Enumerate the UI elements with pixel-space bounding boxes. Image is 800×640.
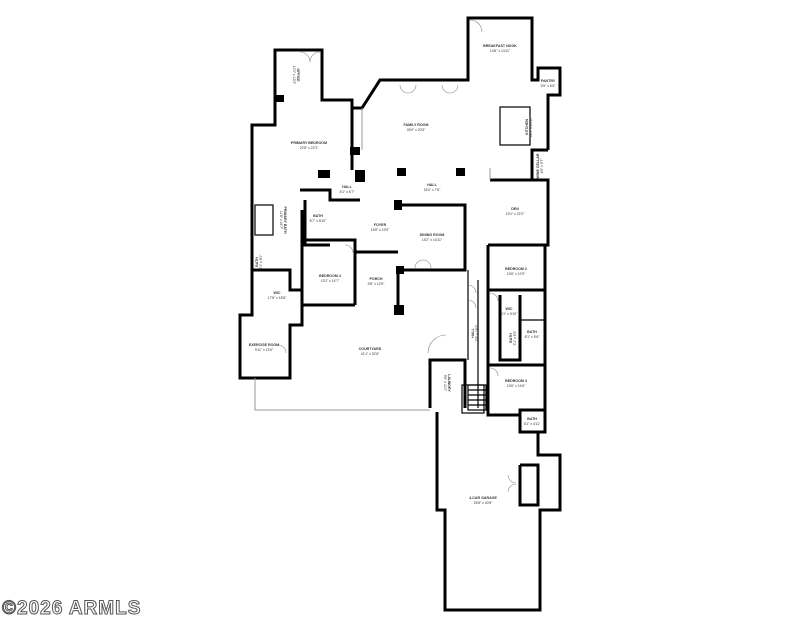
- room-primary-bedroom: PRIMARY BEDROOM 22'8" x 22'3": [291, 141, 327, 150]
- room-name: PORCH: [370, 277, 383, 281]
- room-dimensions: 7'8" x 28'3": [475, 324, 479, 342]
- watermark: ©2026 ARMLS: [1, 598, 142, 620]
- room-primary-bath: PRIMARY BATH 11'8" x 16'7": [279, 206, 287, 233]
- room-dimensions: 5'1" x 6'5": [513, 330, 517, 346]
- room-family-room: FAMILY ROOM 26'0" x 20'5": [404, 123, 429, 132]
- room-bedroom-4: BEDROOM 4 13'2" x 14'7": [319, 274, 341, 283]
- room-name: 4-CAR GARAGE: [469, 496, 497, 500]
- room-dining-room: DINING ROOM 15'2" x 14'11": [420, 233, 445, 242]
- room-hall-3: HALL 7'8" x 28'3": [471, 324, 479, 342]
- room-dimensions: 11'8" x 16'7": [279, 211, 283, 230]
- room-office: OFFICE 10'0" x 13'3": [292, 66, 300, 85]
- room-courtyard: COURTYARD 41'1" x 32'8": [359, 347, 382, 356]
- room-dimensions: 17'8" x 18'8": [268, 296, 287, 300]
- room-name: PANTRY: [541, 79, 556, 83]
- room-dimensions: 10'0" x 13'3": [292, 66, 296, 85]
- room-dimensions: 14'8" x 13'11": [490, 49, 511, 53]
- room-bedroom-2: BEDROOM 2 13'6" x 12'9": [505, 267, 527, 276]
- room-wine-cellar: WINE CELLAR 4'6" x 9'7": [536, 153, 544, 178]
- room-dimensions: 8'7" x 8'10": [310, 219, 328, 223]
- columns: [274, 95, 465, 315]
- room-name: BEDROOM 3: [505, 379, 527, 383]
- room-name: WINE CELLAR: [536, 153, 540, 178]
- room-name: HALL: [471, 327, 475, 337]
- walls: [238, 16, 562, 612]
- room-dimensions: 5'1" x 8'0": [259, 254, 263, 270]
- room-dimensions: 26'0" x 20'5": [407, 128, 426, 132]
- room-name: BATH: [255, 257, 259, 267]
- room-name: BATH: [509, 333, 513, 343]
- room-dimensions: 15'0" x 7'8": [424, 188, 442, 192]
- room-dimensions: 13'6" x 14'6": [507, 384, 526, 388]
- room-dimensions: 41'1" x 32'8": [361, 352, 380, 356]
- room-name: PRIMARY BATH: [283, 206, 287, 233]
- room-bath-4: BATH 5'1" x 6'5": [509, 330, 517, 346]
- room-dimensions: 4'6" x 9'7": [540, 158, 544, 174]
- room-kitchen: KITCHEN 18'1" x 20'10": [525, 116, 533, 137]
- room-exercise-room: EXERCISE ROOM 9'11" x 13'6": [249, 343, 279, 352]
- room-name: COURTYARD: [359, 347, 382, 351]
- room-name: BEDROOM 4: [319, 274, 341, 278]
- room-dimensions: 5'5" x 6'5": [541, 84, 557, 88]
- room-name: FOYER: [374, 223, 387, 227]
- room-dimensions: 18'1" x 20'10": [529, 116, 533, 137]
- room-bath-2: BATH 5'1" x 8'0": [255, 254, 263, 270]
- stairs: [467, 384, 487, 411]
- room-dimensions: 25'8" x 40'8": [474, 501, 493, 505]
- room-dimensions: 13'6" x 12'9": [507, 272, 526, 276]
- room-dimensions: 9'5" x 11'0": [443, 375, 447, 392]
- room-hall-2: HALL 15'0" x 7'8": [424, 183, 442, 192]
- room-den: DEN 19'1" x 22'2": [506, 207, 525, 216]
- room-name: BATH: [527, 417, 537, 421]
- room-dimensions: 5'1" x 4'11": [524, 422, 541, 426]
- room-name: DINING ROOM: [420, 233, 445, 237]
- room-bath-5: BATH 5'1" x 4'11": [524, 417, 541, 426]
- room-dimensions: 6'1" x 6'7": [340, 190, 356, 194]
- room-name: HALL: [342, 185, 352, 189]
- room-breakfast-nook: BREAKFAST NOOK 14'8" x 13'11": [483, 44, 517, 53]
- room-dimensions: 22'8" x 22'3": [300, 146, 319, 150]
- room-name: KITCHEN: [525, 119, 529, 135]
- room-name: WIC: [274, 291, 281, 295]
- room-dimensions: 9'8" x 12'5": [368, 282, 386, 286]
- room-name: PRIMARY BEDROOM: [291, 141, 327, 145]
- room-name: EXERCISE ROOM: [249, 343, 279, 347]
- room-garage: 4-CAR GARAGE 25'8" x 40'8": [469, 496, 497, 505]
- room-bath-1: BATH 8'7" x 8'10": [310, 214, 328, 223]
- room-dimensions: 8'1" x 5'6": [525, 335, 541, 339]
- room-name: LAUNDRY: [447, 374, 451, 392]
- room-name: FAMILY ROOM: [404, 123, 429, 127]
- doors: [277, 19, 517, 493]
- room-hall-1: HALL 6'1" x 6'7": [340, 185, 356, 194]
- room-dimensions: 13'2" x 14'7": [321, 279, 340, 283]
- room-name: DEN: [511, 207, 519, 211]
- room-porch: PORCH 9'8" x 12'5": [368, 277, 386, 286]
- room-name: BATH: [527, 330, 537, 334]
- room-dimensions: 5'1" x 5'10": [501, 312, 519, 316]
- room-wic-1: WIC 17'8" x 18'8": [268, 291, 287, 300]
- room-name: WIC: [506, 307, 513, 311]
- room-foyer: FOYER 15'8" x 19'0": [371, 223, 390, 232]
- room-dimensions: 15'8" x 19'0": [371, 228, 390, 232]
- room-pantry: PANTRY 5'5" x 6'5": [541, 79, 557, 88]
- room-name: HALL: [427, 183, 437, 187]
- room-name: BEDROOM 2: [505, 267, 527, 271]
- room-laundry: LAUNDRY 9'5" x 11'0": [443, 374, 451, 392]
- room-name: BREAKFAST NOOK: [483, 44, 517, 48]
- room-dimensions: 15'2" x 14'11": [422, 238, 443, 242]
- room-wic-2: WIC 5'1" x 5'10": [501, 307, 519, 316]
- room-dimensions: 19'1" x 22'2": [506, 212, 525, 216]
- room-name: BATH: [313, 214, 323, 218]
- room-bath-3: BATH 8'1" x 5'6": [525, 330, 541, 339]
- room-name: OFFICE: [296, 68, 300, 82]
- room-dimensions: 9'11" x 13'6": [255, 348, 274, 352]
- room-bedroom-3: BEDROOM 3 13'6" x 14'6": [505, 379, 527, 388]
